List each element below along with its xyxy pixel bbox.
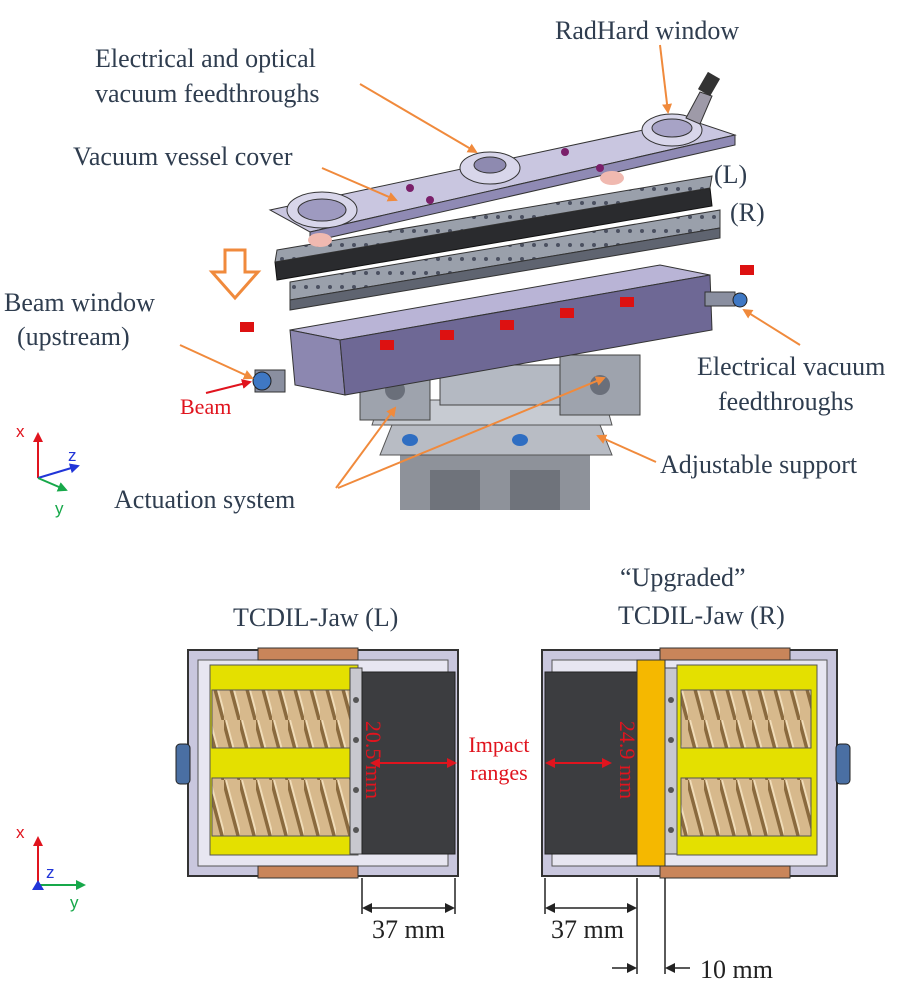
actuation-arrow-right (337, 376, 606, 489)
bottom-y-axis-label: y (70, 893, 79, 912)
plate-thickness-value: 10 mm (700, 955, 773, 984)
vessel-cover-arrow (321, 167, 398, 202)
z-axis-arrow (37, 463, 80, 479)
jaw-right-tag: (R) (730, 198, 765, 227)
feedthroughs-label-line2: vacuum feedthroughs (95, 79, 320, 108)
top-coordinate-axes: x z y (16, 422, 80, 518)
beam-window-arrow (179, 344, 254, 380)
jaw-right-assembly (289, 209, 721, 311)
left-width-value: 37 mm (372, 915, 445, 944)
dimension-lines (361, 878, 690, 974)
right-jaw-title-line2: TCDIL-Jaw (R) (618, 601, 785, 630)
upgraded-plate (636, 659, 666, 867)
adjustable-support-arrow (596, 434, 657, 463)
actuation-arrow-left (335, 406, 397, 489)
feedthroughs-label-line1: Electrical and optical (95, 44, 316, 73)
feedthroughs-arrow (359, 83, 478, 154)
impact-ranges-label-line2: ranges (470, 760, 527, 785)
radhard-window-label: RadHard window (555, 16, 739, 45)
right-jaw-title-line1: “Upgraded” (620, 563, 746, 592)
electrical-feedthrough-label-line1: Electrical vacuum (697, 352, 885, 381)
beam-window-label-line1: Beam window (4, 288, 155, 317)
right-range-value: 24.9 mm (615, 721, 640, 799)
right-jaw-cross-section (541, 647, 851, 879)
vacuum-vessel-cover (268, 71, 737, 247)
bottom-coordinate-axes: x z y (16, 823, 86, 912)
bottom-z-axis-label: z (46, 863, 55, 882)
y-axis-arrow (37, 477, 68, 492)
beam-label: Beam (180, 394, 231, 419)
right-width-value: 37 mm (551, 915, 624, 944)
electrical-feedthrough-label-line2: feedthroughs (718, 387, 854, 416)
jaw-left-tag: (L) (714, 160, 747, 189)
beam-window-label-line2: (upstream) (17, 322, 130, 351)
beam-direction-arrow (205, 379, 252, 394)
left-jaw-title: TCDIL-Jaw (L) (233, 603, 398, 632)
radhard-window-arrow (659, 44, 673, 114)
bottom-z-axis-marker (32, 880, 44, 890)
x-axis-label: x (16, 422, 25, 441)
impact-ranges-label-line1: Impact (468, 732, 529, 757)
assembly-direction-arrow (208, 248, 262, 301)
electrical-feedthrough-arrow (742, 308, 801, 346)
actuation-system-label: Actuation system (114, 485, 295, 514)
bottom-x-axis-label: x (16, 823, 25, 842)
collimator-assembly (208, 71, 754, 510)
adjustable-support-label: Adjustable support (660, 450, 858, 479)
y-axis-label: y (55, 499, 64, 518)
jaw-left-assembly (274, 175, 713, 281)
vessel-cover-label: Vacuum vessel cover (73, 142, 293, 171)
top-leader-arrows (179, 44, 801, 489)
z-axis-label: z (68, 446, 77, 465)
left-range-value: 20.5 mm (361, 721, 386, 799)
red-clamps (240, 265, 754, 350)
vacuum-vessel (240, 264, 754, 396)
